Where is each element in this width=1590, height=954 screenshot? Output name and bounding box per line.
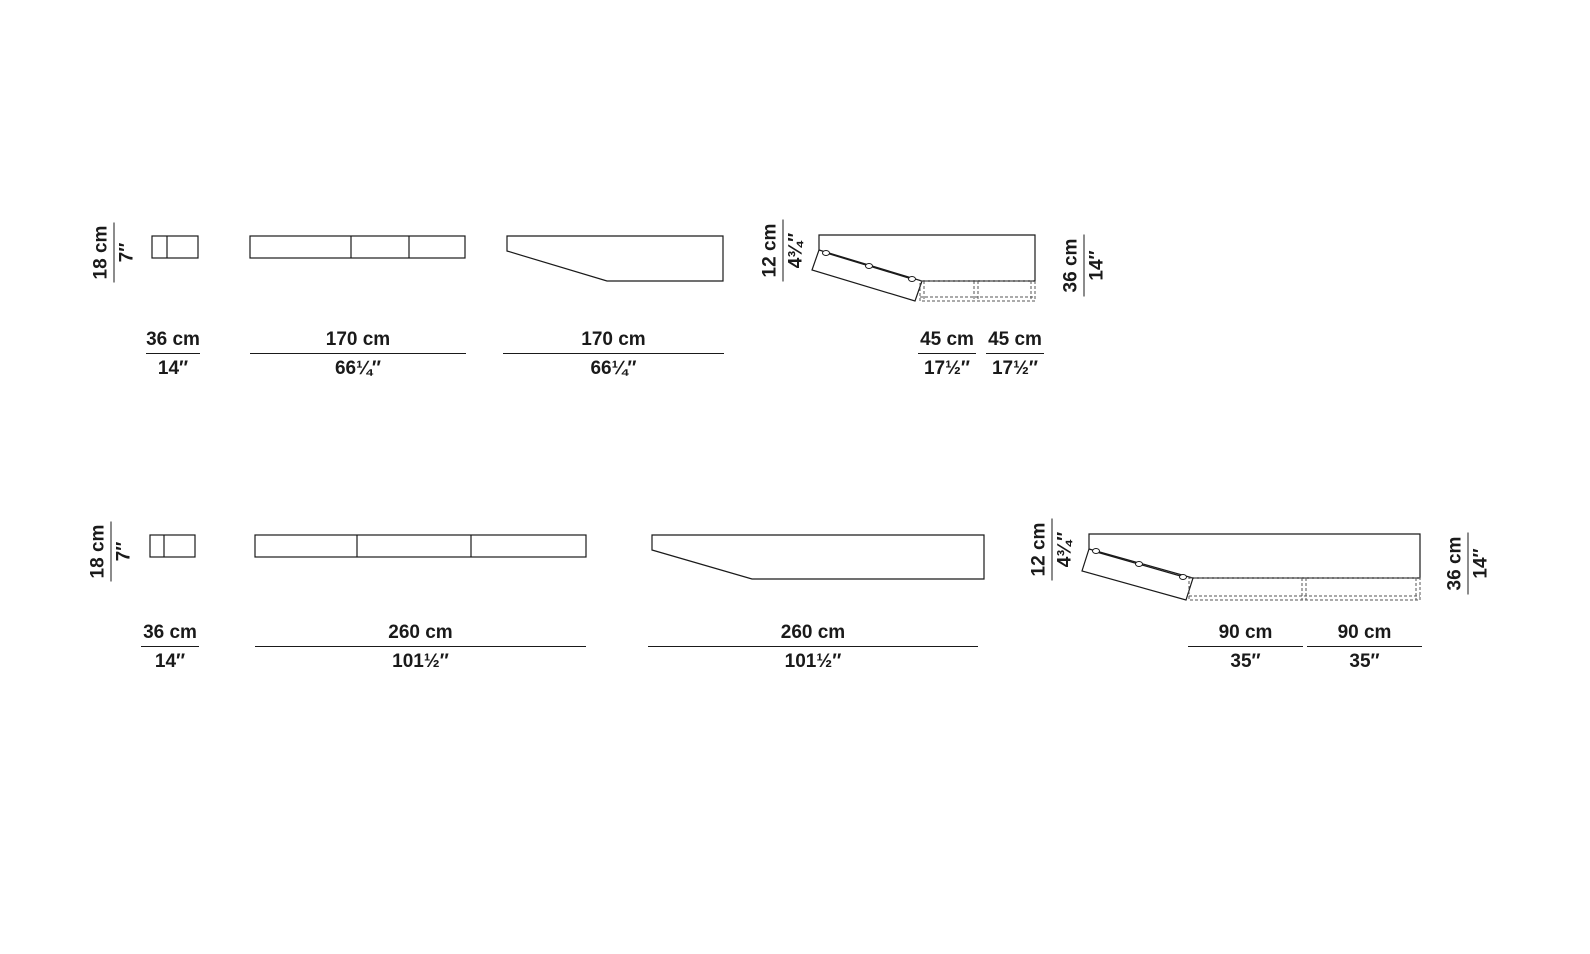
height-metric: 18 cm xyxy=(90,225,112,280)
total-height-metric: 36 cm xyxy=(1444,536,1466,591)
base-left-metric: 90 cm xyxy=(1218,622,1273,643)
dimension-rule xyxy=(986,353,1044,354)
depth-imperial: 14″ xyxy=(157,358,189,379)
dimension-rule xyxy=(1307,646,1422,647)
lid-height-label-170: 12 cm 4¾″ xyxy=(759,219,807,282)
top-view-260 xyxy=(651,534,985,580)
base-right-imperial: 35″ xyxy=(1349,651,1380,672)
front-width-metric: 170 cm xyxy=(325,329,391,350)
base-right-metric: 45 cm xyxy=(988,329,1042,350)
base-right-label-170: 45 cm 17½″ xyxy=(986,330,1044,378)
lid-height-imperial: 4¾″ xyxy=(785,232,807,269)
depth-metric: 36 cm xyxy=(146,329,200,350)
top-width-metric: 170 cm xyxy=(581,329,646,350)
base-left-imperial: 35″ xyxy=(1230,651,1261,672)
height-metric: 18 cm xyxy=(87,524,109,579)
top-width-label-170: 170 cm 66¼″ xyxy=(503,330,724,378)
dimension-rule xyxy=(146,353,200,354)
side-view-170 xyxy=(151,235,199,259)
dimension-rule xyxy=(250,353,466,354)
base-right-label-260: 90 cm 35″ xyxy=(1307,623,1422,671)
front-width-imperial: 101½″ xyxy=(392,651,449,672)
total-height-metric: 36 cm xyxy=(1060,238,1082,293)
depth-metric: 36 cm xyxy=(143,622,197,643)
total-height-imperial: 14″ xyxy=(1086,250,1108,281)
dimension-rule xyxy=(918,353,976,354)
total-height-label-170: 36 cm 14″ xyxy=(1060,234,1108,297)
top-view-170 xyxy=(506,235,724,282)
height-label-260: 18 cm 7″ xyxy=(87,521,135,582)
base-right-metric: 90 cm xyxy=(1337,622,1392,643)
total-height-imperial: 14″ xyxy=(1470,548,1492,579)
height-imperial: 7″ xyxy=(116,242,138,263)
dimension-rule xyxy=(503,353,724,354)
open-view-170 xyxy=(811,234,1036,302)
side-view-260 xyxy=(149,534,196,558)
base-left-metric: 45 cm xyxy=(920,329,974,350)
height-imperial: 7″ xyxy=(113,541,135,562)
front-width-metric: 260 cm xyxy=(388,622,453,643)
dimension-rule xyxy=(648,646,978,647)
base-left-label-170: 45 cm 17½″ xyxy=(918,330,976,378)
top-width-label-260: 260 cm 101½″ xyxy=(648,623,978,671)
base-right-imperial: 17½″ xyxy=(991,358,1039,379)
lid-height-metric: 12 cm xyxy=(1028,522,1050,577)
front-view-260 xyxy=(254,534,587,558)
depth-imperial: 14″ xyxy=(154,651,186,672)
front-view-170 xyxy=(249,235,466,259)
total-height-label-260: 36 cm 14″ xyxy=(1444,532,1492,595)
front-width-label-260: 260 cm 101½″ xyxy=(255,623,586,671)
dimension-rule xyxy=(1188,646,1303,647)
depth-label-260: 36 cm 14″ xyxy=(141,623,199,671)
top-width-metric: 260 cm xyxy=(780,622,846,643)
top-width-imperial: 66¼″ xyxy=(590,358,637,379)
height-label-170: 18 cm 7″ xyxy=(90,222,138,283)
front-width-label-170: 170 cm 66¼″ xyxy=(250,330,466,378)
front-width-imperial: 66¼″ xyxy=(334,358,382,379)
dimension-rule xyxy=(141,646,199,647)
lid-height-label-260: 12 cm 4¾″ xyxy=(1028,518,1076,581)
depth-label-170: 36 cm 14″ xyxy=(146,330,200,378)
dimension-rule xyxy=(255,646,586,647)
open-view-260 xyxy=(1081,533,1421,601)
top-width-imperial: 101½″ xyxy=(784,651,842,672)
base-left-label-260: 90 cm 35″ xyxy=(1188,623,1303,671)
lid-height-imperial: 4¾″ xyxy=(1054,531,1076,568)
base-left-imperial: 17½″ xyxy=(923,358,971,379)
lid-height-metric: 12 cm xyxy=(759,223,781,278)
